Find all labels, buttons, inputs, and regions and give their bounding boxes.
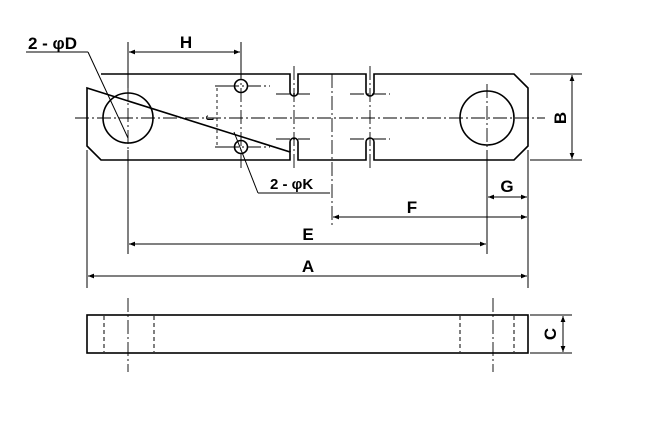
dim-h-label: H (180, 33, 192, 52)
side-view-outline (86, 314, 529, 354)
dim-f-label: F (407, 198, 417, 217)
dim-j-label: J (203, 115, 215, 121)
dim-a-label: A (302, 257, 314, 276)
dim-g-label: G (500, 177, 513, 196)
top-view: J 2 - φD 2 - φK H B G F E (26, 33, 582, 288)
dim-b-label: B (551, 112, 570, 124)
label-2-phi-k: 2 - φK (270, 176, 313, 193)
dim-e-label: E (302, 225, 313, 244)
label-2-phi-d: 2 - φD (28, 34, 77, 53)
side-view: C (86, 298, 572, 372)
leader-k-line (233, 131, 259, 194)
leader-d-line (87, 51, 129, 139)
dim-c-label: C (541, 328, 560, 340)
